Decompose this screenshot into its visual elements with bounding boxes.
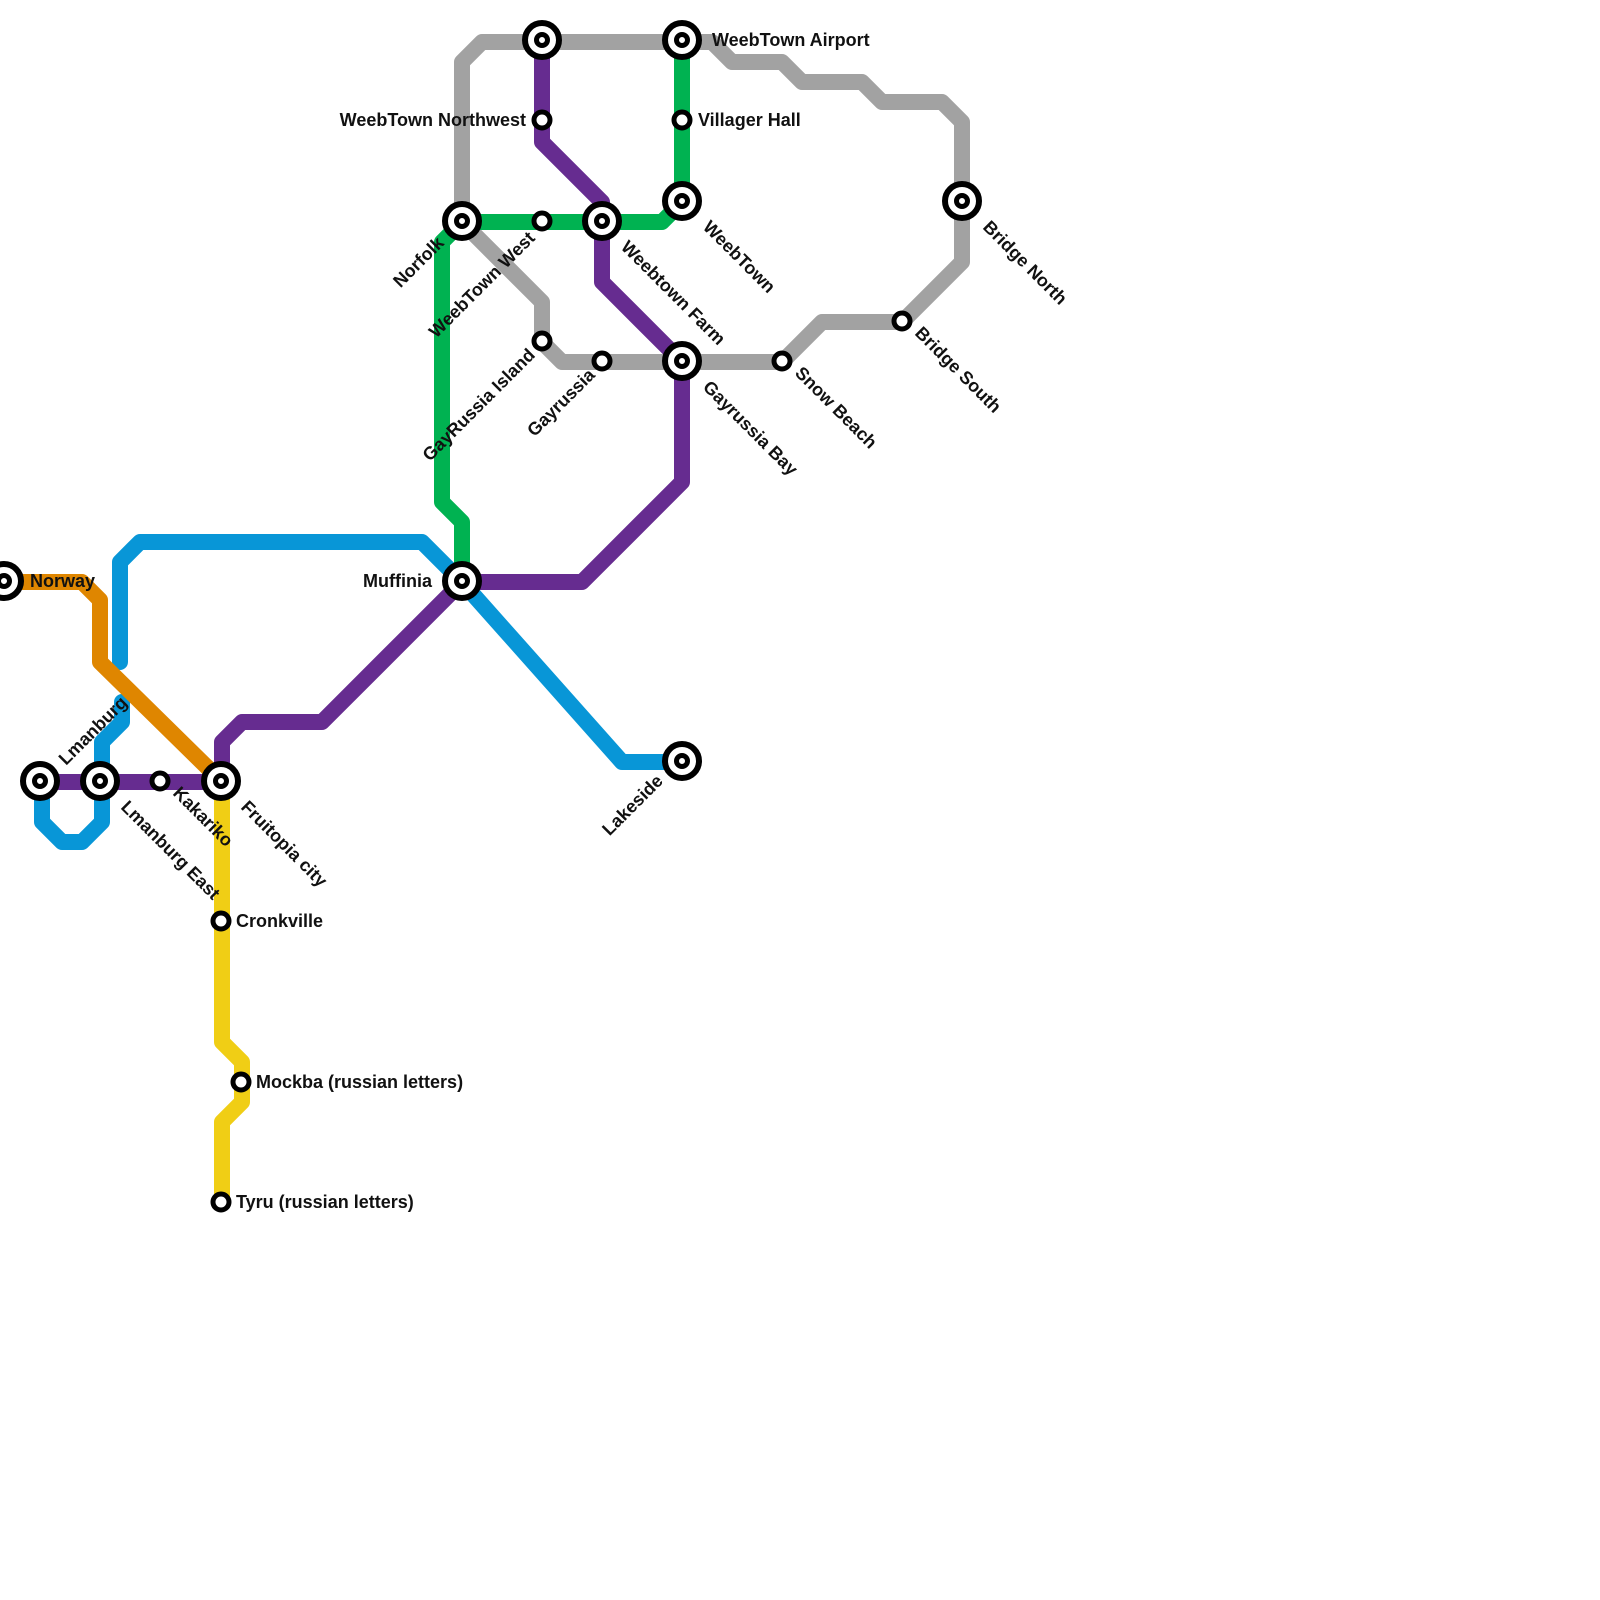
station-weebtown-northwest-marker[interactable] — [531, 109, 553, 131]
station-gayrussia-marker[interactable] — [591, 350, 613, 372]
station-weebtown-west-marker[interactable] — [531, 210, 553, 232]
station-norway-marker[interactable] — [0, 561, 24, 601]
station-norfolk-marker[interactable] — [442, 201, 482, 241]
station-bridge-south-marker[interactable] — [891, 310, 913, 332]
station-cronkville-marker[interactable] — [210, 910, 232, 932]
station-top-interchange-marker[interactable] — [522, 20, 562, 60]
station-label-fruitopia-city[interactable]: Fruitopia city — [237, 797, 331, 891]
station-lmanburg-marker[interactable] — [20, 761, 60, 801]
station-weebtown-airport-marker[interactable] — [662, 20, 702, 60]
station-fruitopia-city-marker[interactable] — [201, 761, 241, 801]
station-muffinia-marker[interactable] — [442, 561, 482, 601]
station-tyru-marker[interactable] — [210, 1191, 232, 1213]
station-lmanburg-east-marker[interactable] — [80, 761, 120, 801]
line-purple — [34, 34, 690, 790]
station-mockba-marker[interactable] — [230, 1071, 252, 1093]
line-orange — [0, 574, 220, 780]
station-gayrussia-bay-marker[interactable] — [662, 341, 702, 381]
station-label-norway[interactable]: Norway — [30, 571, 95, 591]
station-weebtown-farm-marker[interactable] — [582, 201, 622, 241]
station-label-cronkville[interactable]: Cronkville — [236, 911, 323, 931]
station-label-lakeside[interactable]: Lakeside — [598, 771, 667, 840]
station-bridge-north-marker[interactable] — [942, 181, 982, 221]
station-label-bridge-north[interactable]: Bridge North — [979, 217, 1071, 309]
station-label-weebtown-farm[interactable]: Weebtown Farm — [617, 237, 729, 349]
station-label-gayrussia[interactable]: Gayrussia — [523, 364, 599, 440]
station-label-weebtown[interactable]: WeebTown — [699, 217, 779, 297]
station-snow-beach-marker[interactable] — [771, 350, 793, 372]
station-gayrussia-island-marker[interactable] — [531, 330, 553, 352]
station-label-bridge-south[interactable]: Bridge South — [911, 323, 1005, 417]
line-orange-path — [0, 574, 220, 780]
line-blue — [34, 534, 690, 850]
station-label-mockba[interactable]: Mockba (russian letters) — [256, 1072, 463, 1092]
station-kakariko-marker[interactable] — [149, 770, 171, 792]
station-villager-hall-marker[interactable] — [671, 109, 693, 131]
station-labels: WeebTown Airport WeebTown Northwest Vill… — [30, 30, 1071, 1212]
station-weebtown-marker[interactable] — [662, 181, 702, 221]
stations — [0, 20, 982, 1213]
line-blue-path — [34, 534, 690, 850]
station-label-villager-hall[interactable]: Villager Hall — [698, 110, 801, 130]
station-label-weebtown-northwest[interactable]: WeebTown Northwest — [340, 110, 526, 130]
station-label-muffinia[interactable]: Muffinia — [363, 571, 433, 591]
station-lakeside-marker[interactable] — [662, 741, 702, 781]
station-label-weebtown-airport[interactable]: WeebTown Airport — [712, 30, 870, 50]
station-label-snow-beach[interactable]: Snow Beach — [791, 363, 881, 453]
station-label-tyru[interactable]: Tyru (russian letters) — [236, 1192, 414, 1212]
station-label-gayrussia-bay[interactable]: Gayrussia Bay — [699, 377, 802, 480]
line-purple-path — [34, 34, 690, 790]
